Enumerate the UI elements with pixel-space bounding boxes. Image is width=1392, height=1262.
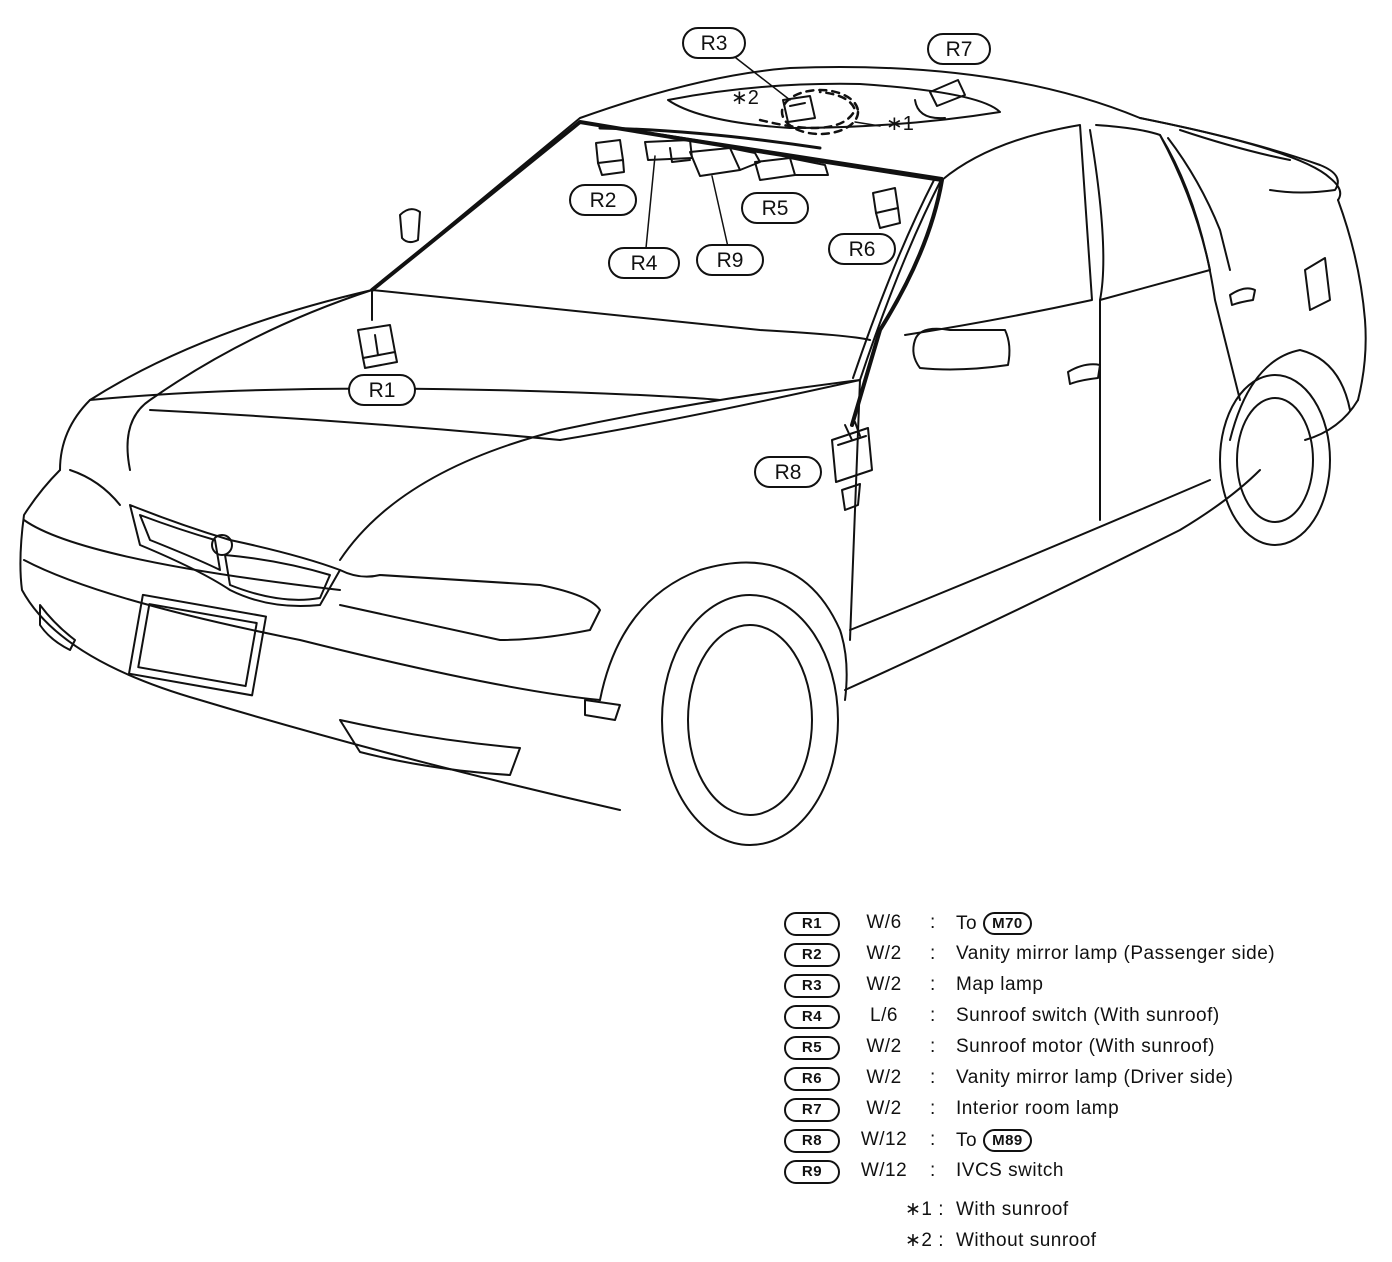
description-text: To — [956, 1130, 978, 1151]
connector-r4 — [644, 139, 693, 163]
separator: : — [930, 912, 936, 933]
footnote-row: ∗1 : With sunroof — [784, 1195, 1364, 1226]
connector-code: R9 — [784, 1160, 840, 1184]
callout-label: R9 — [717, 249, 744, 272]
wire-spec: W/6 — [866, 912, 902, 933]
footnote-row: ∗2 : Without sunroof — [784, 1226, 1364, 1257]
wire-spec: W/2 — [866, 974, 902, 995]
connector-description: IVCS switch — [956, 1160, 1064, 1181]
separator: : — [930, 1005, 936, 1026]
car-harness-diagram: R3 R7 R2 R5 R6 R4 R9 R1 R8 ∗2 ∗1 — [19, 27, 1367, 846]
footnote-text: Without sunroof — [956, 1230, 1097, 1251]
connector-r3 — [782, 95, 816, 123]
wire-spec: W/12 — [860, 1160, 908, 1181]
callout-r7: R7 — [927, 33, 991, 65]
callout-label: R6 — [849, 238, 876, 261]
callout-r4: R4 — [608, 247, 680, 279]
description-text: To — [956, 913, 978, 934]
callout-label: R8 — [775, 461, 802, 484]
wire-spec: W/2 — [866, 1036, 902, 1057]
wire-spec: W/2 — [866, 1098, 902, 1119]
reference-badge: M70 — [983, 912, 1032, 935]
callout-label: R7 — [946, 38, 973, 61]
car-body — [19, 66, 1367, 846]
connector-code: R3 — [784, 974, 840, 998]
legend-row: R7 W/2 : Interior room lamp — [784, 1094, 1364, 1125]
legend-row: R4 L/6 : Sunroof switch (With sunroof) — [784, 1001, 1364, 1032]
connector-code: R7 — [784, 1098, 840, 1122]
connector-r7 — [914, 79, 966, 120]
connector-r5 — [754, 157, 829, 181]
separator: : — [930, 974, 936, 995]
callout-label: R2 — [590, 189, 617, 212]
footnote-text: With sunroof — [956, 1199, 1069, 1220]
connector-description: Vanity mirror lamp (Driver side) — [956, 1067, 1234, 1088]
legend-row: R9 W/12 : IVCS switch — [784, 1156, 1364, 1187]
separator: : — [930, 1098, 936, 1119]
legend-row: R6 W/2 : Vanity mirror lamp (Driver side… — [784, 1063, 1364, 1094]
connector-code: R6 — [784, 1067, 840, 1091]
callout-label: R3 — [701, 32, 728, 55]
separator: : — [930, 1067, 936, 1088]
separator: : — [930, 1036, 936, 1057]
callout-r6: R6 — [828, 233, 896, 265]
connector-code: R4 — [784, 1005, 840, 1029]
callout-label: R4 — [631, 252, 658, 275]
connector-r9 — [689, 147, 761, 177]
star1-marker: ∗1 — [886, 113, 914, 135]
legend-row: R2 W/2 : Vanity mirror lamp (Passenger s… — [784, 939, 1364, 970]
connector-description: Sunroof motor (With sunroof) — [956, 1036, 1215, 1057]
connector-r1 — [357, 324, 398, 369]
connector-description: Vanity mirror lamp (Passenger side) — [956, 943, 1276, 964]
separator: : — [930, 943, 936, 964]
callout-r3: R3 — [682, 27, 746, 59]
wire-spec: W/2 — [866, 1067, 902, 1088]
footnote-key: ∗2 : — [904, 1230, 944, 1251]
separator: : — [930, 1160, 936, 1181]
sunroof-variant-region — [758, 88, 860, 136]
connector-code: R5 — [784, 1036, 840, 1060]
connector-r2 — [595, 139, 625, 176]
connector-r8 — [831, 421, 873, 483]
wire-spec: L/6 — [870, 1005, 898, 1026]
callout-label: R5 — [762, 197, 789, 220]
connector-code: R1 — [784, 912, 840, 936]
wire-spec: W/12 — [860, 1129, 908, 1150]
callout-r5: R5 — [741, 192, 809, 224]
legend-row: R5 W/2 : Sunroof motor (With sunroof) — [784, 1032, 1364, 1063]
roof-harness — [370, 120, 944, 427]
legend-row: R3 W/2 : Map lamp — [784, 970, 1364, 1001]
callout-label: R1 — [369, 379, 396, 402]
callout-r9: R9 — [696, 244, 764, 276]
connector-r6 — [872, 187, 901, 229]
connector-description: Sunroof switch (With sunroof) — [956, 1005, 1220, 1026]
callout-r8: R8 — [754, 456, 822, 488]
footnote-key: ∗1 : — [904, 1199, 944, 1220]
callout-r2: R2 — [569, 184, 637, 216]
connector-code: R8 — [784, 1129, 840, 1153]
callout-r1: R1 — [348, 374, 416, 406]
wire-spec: W/2 — [866, 943, 902, 964]
connector-code: R2 — [784, 943, 840, 967]
connector-description: Map lamp — [956, 974, 1044, 995]
separator: : — [930, 1129, 936, 1150]
leader-lines — [645, 57, 881, 249]
star2-marker: ∗2 — [731, 87, 759, 109]
connector-description: Interior room lamp — [956, 1098, 1120, 1119]
reference-badge: M89 — [983, 1129, 1032, 1152]
